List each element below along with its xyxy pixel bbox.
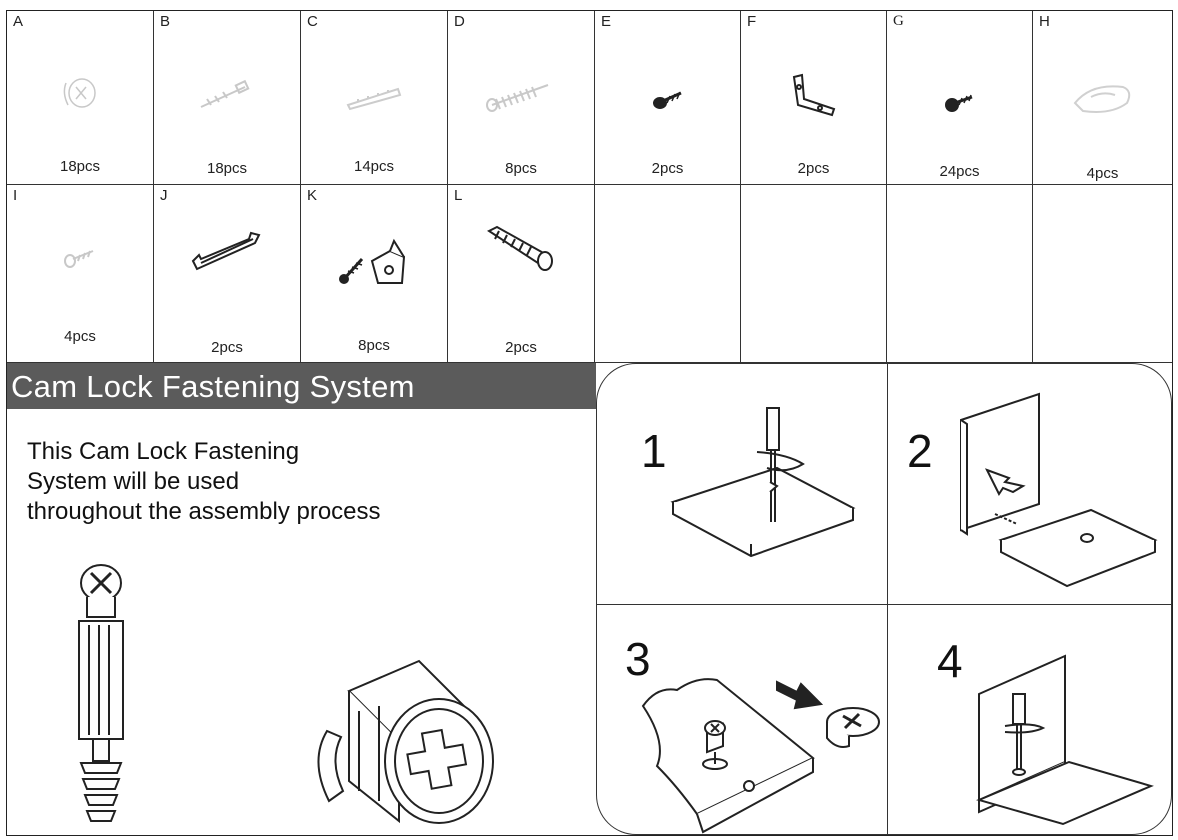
part-letter: H xyxy=(1039,13,1050,30)
short-screw-icon xyxy=(652,91,682,109)
part-letter: J xyxy=(160,187,168,204)
part-qty: 18pcs xyxy=(206,160,248,177)
divider xyxy=(887,364,888,834)
step-number: 3 xyxy=(625,633,651,685)
part-cell-g: G 24pcs xyxy=(887,11,1033,185)
drawer-handle-icon xyxy=(191,231,261,271)
part-letter: F xyxy=(747,13,757,30)
part-cell-c: C 14pcs xyxy=(301,11,448,185)
part-cell-a: A 18pcs xyxy=(7,11,154,185)
part-qty: 2pcs xyxy=(211,339,243,356)
part-letter: C xyxy=(307,13,318,30)
part-qty: 18pcs xyxy=(59,158,101,175)
part-cell-j: J 2pcs xyxy=(154,185,301,363)
part-letter: E xyxy=(601,13,612,30)
step-number: 2 xyxy=(907,425,933,477)
part-qty: 8pcs xyxy=(505,160,537,177)
intro-line: throughout the assembly process xyxy=(27,498,381,525)
join-panels-icon xyxy=(960,392,1158,588)
empty-cell xyxy=(1033,185,1172,363)
part-cell-b: B 18pcs xyxy=(154,11,301,185)
cam-bolt-illustration-icon xyxy=(78,564,124,822)
wooden-dowel-icon xyxy=(346,87,402,111)
part-cell-e: E 2pcs xyxy=(595,11,741,185)
part-letter: B xyxy=(160,13,171,30)
part-qty: 24pcs xyxy=(939,163,980,180)
part-cell-f: F 2pcs xyxy=(741,11,887,185)
part-qty: 4pcs xyxy=(64,328,96,345)
part-cell-h: H 4pcs xyxy=(1033,11,1172,185)
part-qty: 8pcs xyxy=(358,337,390,354)
empty-cell xyxy=(741,185,887,363)
insert-cam-lock-icon xyxy=(641,678,880,834)
part-letter: I xyxy=(13,187,18,204)
part-letter: G xyxy=(893,13,904,29)
intro-line: This Cam Lock Fastening xyxy=(27,438,300,465)
long-screw-icon xyxy=(486,84,549,112)
tighten-cam-lock-icon xyxy=(975,654,1154,826)
part-letter: D xyxy=(454,13,465,30)
part-cell-l: L 2pcs xyxy=(448,185,595,363)
angle-bracket-icon xyxy=(792,73,835,117)
step-number: 1 xyxy=(641,425,667,477)
cam-lock-illustration-icon xyxy=(317,659,494,824)
part-letter: K xyxy=(307,187,318,204)
part-cell-d: D 8pcs xyxy=(448,11,595,185)
intro-text: This Cam Lock Fastening System will be u… xyxy=(27,437,381,527)
part-cell-i: I 4pcs xyxy=(7,185,154,363)
divider xyxy=(597,604,1171,605)
part-qty: 14pcs xyxy=(353,158,395,175)
instruction-sheet: A 18pcs B 18pcs C 14pcs D xyxy=(6,10,1173,836)
screw-bolt-into-board-icon xyxy=(670,407,856,558)
screw-and-cap-icon xyxy=(339,238,406,284)
cam-bolt-icon xyxy=(200,79,250,108)
cam-lock-icon xyxy=(63,78,96,108)
part-letter: L xyxy=(454,187,463,204)
part-qty: 2pcs xyxy=(651,160,684,177)
part-qty: 2pcs xyxy=(797,160,830,177)
assembly-steps-panel: 1 2 3 xyxy=(596,363,1172,835)
empty-cell xyxy=(887,185,1033,363)
part-qty: 2pcs xyxy=(505,339,537,356)
part-letter: A xyxy=(13,13,24,30)
shelf-support-icon xyxy=(1073,85,1130,113)
wall-anchor-icon xyxy=(486,225,553,271)
part-qty: 4pcs xyxy=(1086,165,1119,182)
handle-screw-icon xyxy=(64,250,94,268)
step-number: 4 xyxy=(937,635,963,687)
section-title: Cam Lock Fastening System xyxy=(11,369,415,404)
part-cell-k: K 8pcs xyxy=(301,185,448,363)
intro-line: System will be used xyxy=(27,468,240,495)
section-banner: Cam Lock Fastening System xyxy=(7,363,596,409)
small-screw-icon xyxy=(944,94,972,112)
empty-cell xyxy=(595,185,741,363)
